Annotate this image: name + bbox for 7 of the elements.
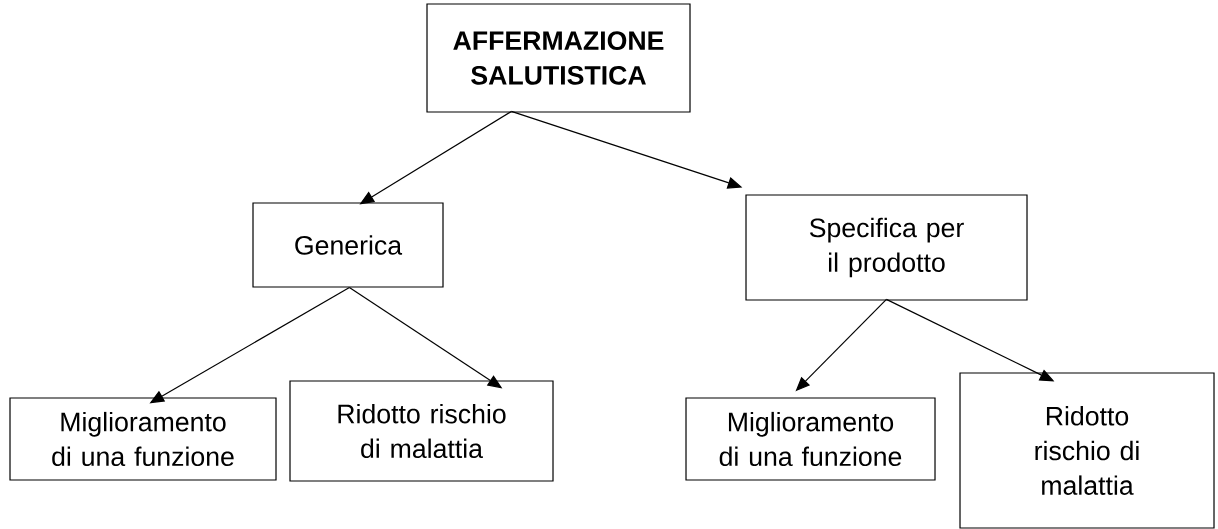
text-box: Miglioramento di una funzione	[9, 397, 277, 481]
text-box: Generica	[252, 202, 444, 288]
text-box: Ridotto rischio di malattia	[959, 372, 1215, 529]
text-box: AFFERMAZIONE SALUTISTICA	[426, 3, 691, 113]
text-box: Ridotto rischio di malattia	[289, 380, 554, 482]
text-box: Specifica per il prodotto	[745, 194, 1028, 301]
text-box: Miglioramento di una funzione	[685, 397, 936, 481]
